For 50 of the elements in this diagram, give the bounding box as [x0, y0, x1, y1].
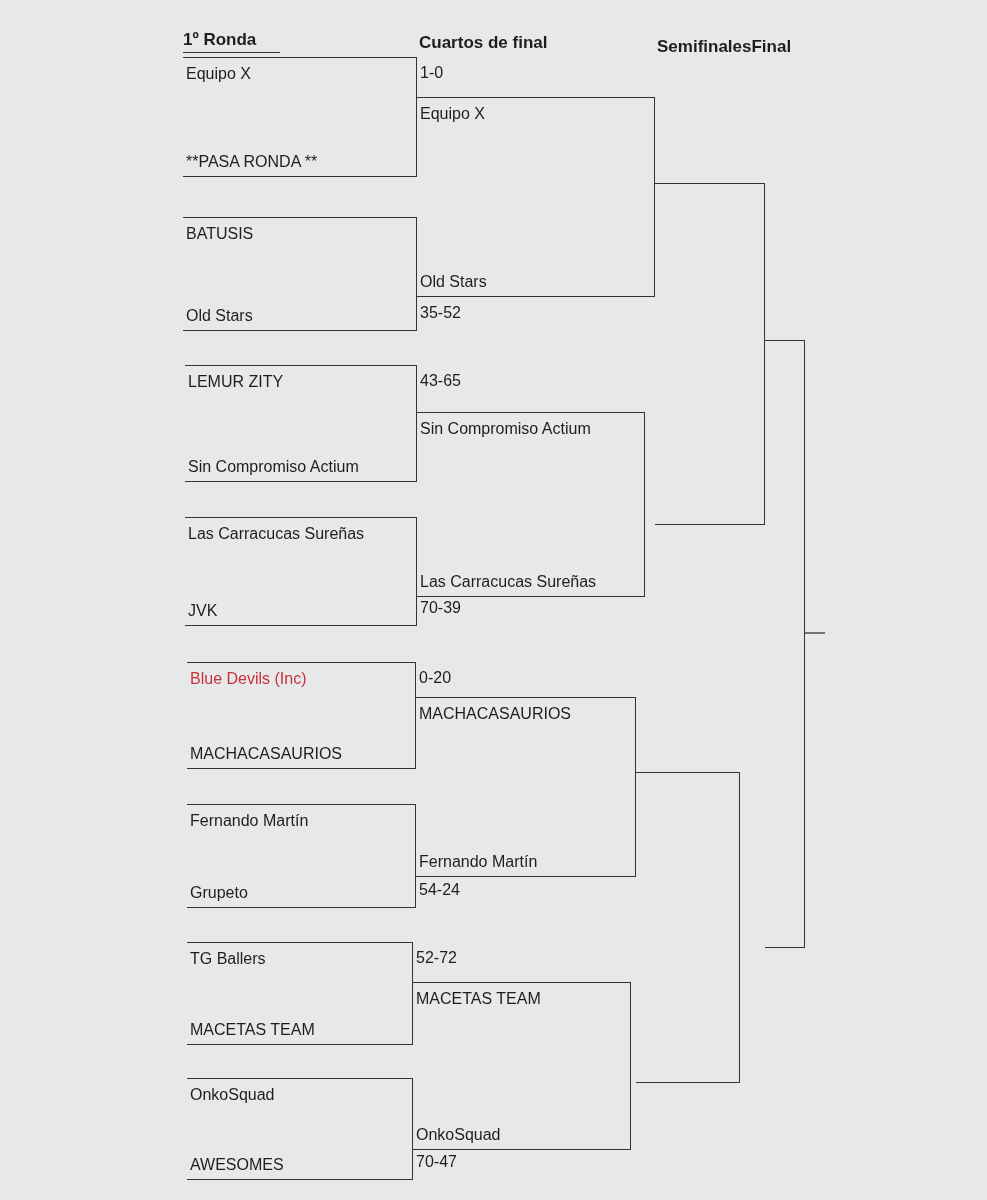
team-name: MACETAS TEAM: [416, 989, 542, 1009]
team-name: Grupeto: [190, 883, 249, 903]
match-bracket: [187, 942, 413, 1045]
match-bracket: [183, 57, 417, 177]
column-heading: 1º Ronda: [183, 30, 281, 53]
team-name: OnkoSquad: [190, 1085, 276, 1105]
bracket-line: [765, 340, 805, 948]
team-name: Old Stars: [420, 272, 488, 292]
team-name: Blue Devils (Inc): [190, 669, 308, 689]
match-score: 0-20: [419, 668, 452, 688]
match-score: 43-65: [420, 371, 461, 391]
match-bracket: [417, 97, 655, 297]
team-name: **PASA RONDA **: [186, 152, 319, 172]
team-name: LEMUR ZITY: [188, 372, 285, 392]
team-name: Fernando Martín: [190, 811, 310, 831]
team-name: Fernando Martín: [419, 852, 539, 872]
team-name: Las Carracucas Sureñas: [188, 524, 366, 544]
match-bracket: [187, 1078, 413, 1180]
team-name: MACHACASAURIOS: [419, 704, 573, 724]
team-name: Equipo X: [186, 64, 252, 84]
column-heading: Cuartos de final: [419, 33, 548, 54]
match-score: 35-52: [420, 303, 461, 323]
match-bracket: [413, 982, 631, 1150]
team-name: MACETAS TEAM: [190, 1020, 316, 1040]
match-bracket: [416, 697, 636, 877]
match-bracket: [417, 412, 645, 597]
bracket-line: [636, 772, 740, 1083]
match-score: 70-39: [420, 598, 461, 618]
match-score: 1-0: [420, 63, 444, 83]
team-name: MACHACASAURIOS: [190, 744, 344, 764]
team-name: Equipo X: [420, 104, 486, 124]
column-heading: SemifinalesFinal: [657, 37, 792, 58]
bracket-line: [655, 183, 765, 525]
match-bracket: [187, 662, 416, 769]
match-score: 70-47: [416, 1152, 457, 1172]
match-bracket: [185, 517, 417, 626]
team-name: BATUSIS: [186, 224, 255, 244]
team-name: Sin Compromiso Actium: [188, 457, 360, 477]
team-name: Old Stars: [186, 306, 254, 326]
match-bracket: [185, 365, 417, 482]
match-bracket: [187, 804, 416, 908]
team-name: JVK: [188, 601, 219, 621]
team-name: OnkoSquad: [416, 1125, 502, 1145]
team-name: TG Ballers: [190, 949, 267, 969]
match-bracket: [183, 217, 417, 331]
match-score: 52-72: [416, 948, 457, 968]
team-name: Sin Compromiso Actium: [420, 419, 592, 439]
team-name: AWESOMES: [190, 1155, 285, 1175]
match-score: 54-24: [419, 880, 460, 900]
team-name: Las Carracucas Sureñas: [420, 572, 598, 592]
